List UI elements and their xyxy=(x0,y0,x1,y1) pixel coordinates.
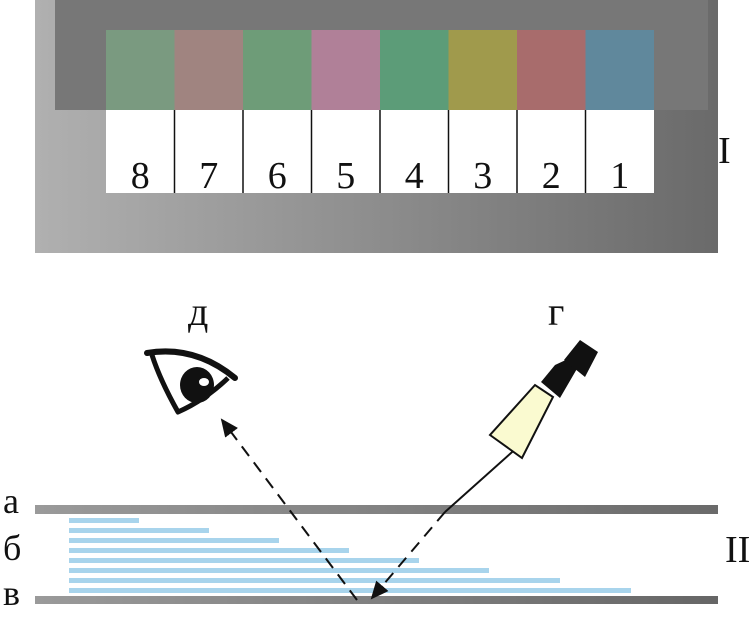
film-layer xyxy=(69,538,279,543)
swatch-number-row: 8 7 6 5 4 3 2 1 xyxy=(131,155,630,197)
film-layer xyxy=(69,578,560,583)
layer-c-plate xyxy=(35,596,718,604)
eye-highlight xyxy=(199,378,209,386)
film-layer xyxy=(69,548,349,553)
film-layer xyxy=(69,518,139,523)
film-layer xyxy=(69,568,489,573)
lamp-body xyxy=(541,358,578,398)
color-swatch xyxy=(585,30,654,110)
swatch-number: 8 xyxy=(131,155,150,197)
incident-ray-solid xyxy=(444,444,521,513)
layer-c-label: в xyxy=(3,573,20,613)
eye-upper-lid xyxy=(144,348,238,381)
swatch-row xyxy=(106,30,654,193)
incident-ray-dashed xyxy=(370,511,446,600)
color-swatch xyxy=(311,30,380,110)
film-layer xyxy=(69,558,419,563)
color-swatch xyxy=(448,30,517,110)
eye-icon xyxy=(144,348,238,415)
panel-I: 8 7 6 5 4 3 2 1 I xyxy=(35,0,731,253)
color-swatch xyxy=(243,30,312,110)
panel-I-label: I xyxy=(718,130,731,172)
lamp-base xyxy=(564,340,598,377)
reflected-ray-dashed xyxy=(220,418,358,601)
film-layer xyxy=(69,528,209,533)
color-swatch xyxy=(380,30,449,110)
panel-II: г д а б в II xyxy=(3,289,750,613)
swatch-number: 7 xyxy=(199,155,218,197)
light-cone xyxy=(488,383,555,460)
swatch-number: 6 xyxy=(268,155,287,197)
color-swatch xyxy=(106,30,175,110)
observer-label: д xyxy=(188,289,208,334)
swatch-number: 2 xyxy=(542,155,561,197)
eye-iris xyxy=(180,367,214,403)
layer-a-plate xyxy=(35,505,718,514)
color-swatch xyxy=(174,30,243,110)
swatch-number: 4 xyxy=(405,155,424,197)
film-layers xyxy=(69,518,631,593)
lamp-label: г xyxy=(548,289,564,334)
layer-a-label: а xyxy=(3,481,19,521)
lamp-icon xyxy=(488,340,598,460)
swatch-number: 3 xyxy=(473,155,492,197)
eye-outline xyxy=(149,354,230,415)
swatch-number: 5 xyxy=(336,155,355,197)
swatch-number: 1 xyxy=(610,155,629,197)
panel-II-label: II xyxy=(725,529,750,571)
layer-b-label: б xyxy=(3,528,21,568)
color-swatch xyxy=(517,30,586,110)
